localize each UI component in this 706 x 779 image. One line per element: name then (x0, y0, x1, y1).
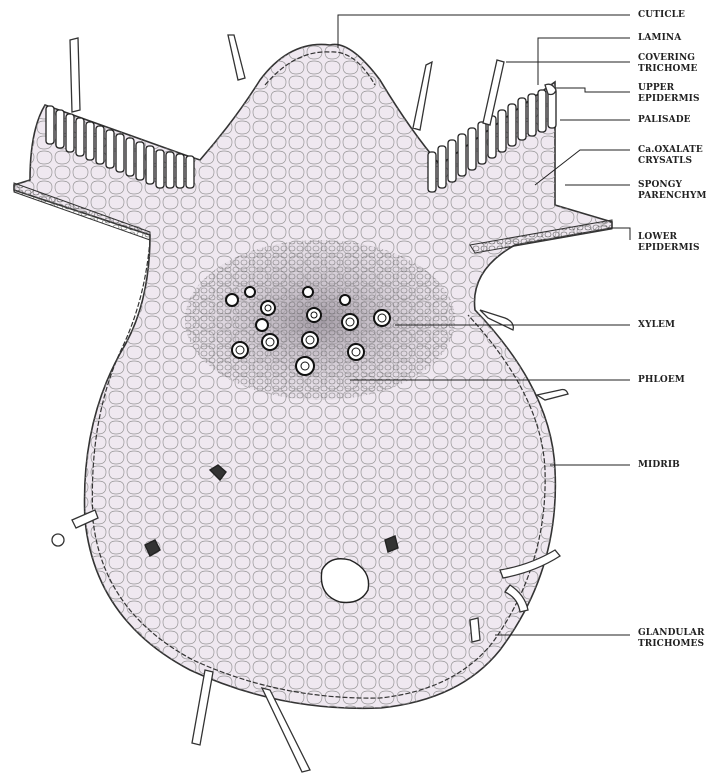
label-lower-epidermis: LOWER EPIDERMIS (638, 232, 700, 254)
label-xylem: XYLEM (638, 320, 675, 331)
label-ca-oxalate-crystals: Ca.OXALATE CRYSATLS (638, 145, 703, 167)
label-glandular-trichomes: GLANDULAR TRICHOMES (638, 628, 705, 650)
label-upper-epidermis: UPPER EPIDERMIS (638, 83, 700, 105)
label-cuticle: CUTICLE (638, 10, 685, 21)
label-lamina: LAMINA (638, 33, 681, 44)
label-midrib: MIDRIB (638, 460, 680, 471)
vascular-bundle (185, 240, 455, 400)
label-covering-trichome: COVERING TRICHOME (638, 53, 698, 75)
label-palisade: PALISADE (638, 115, 691, 126)
label-spongy-parenchyma: SPONGY PARENCHYMA (638, 180, 706, 202)
label-phloem: PHLOEM (638, 375, 685, 386)
